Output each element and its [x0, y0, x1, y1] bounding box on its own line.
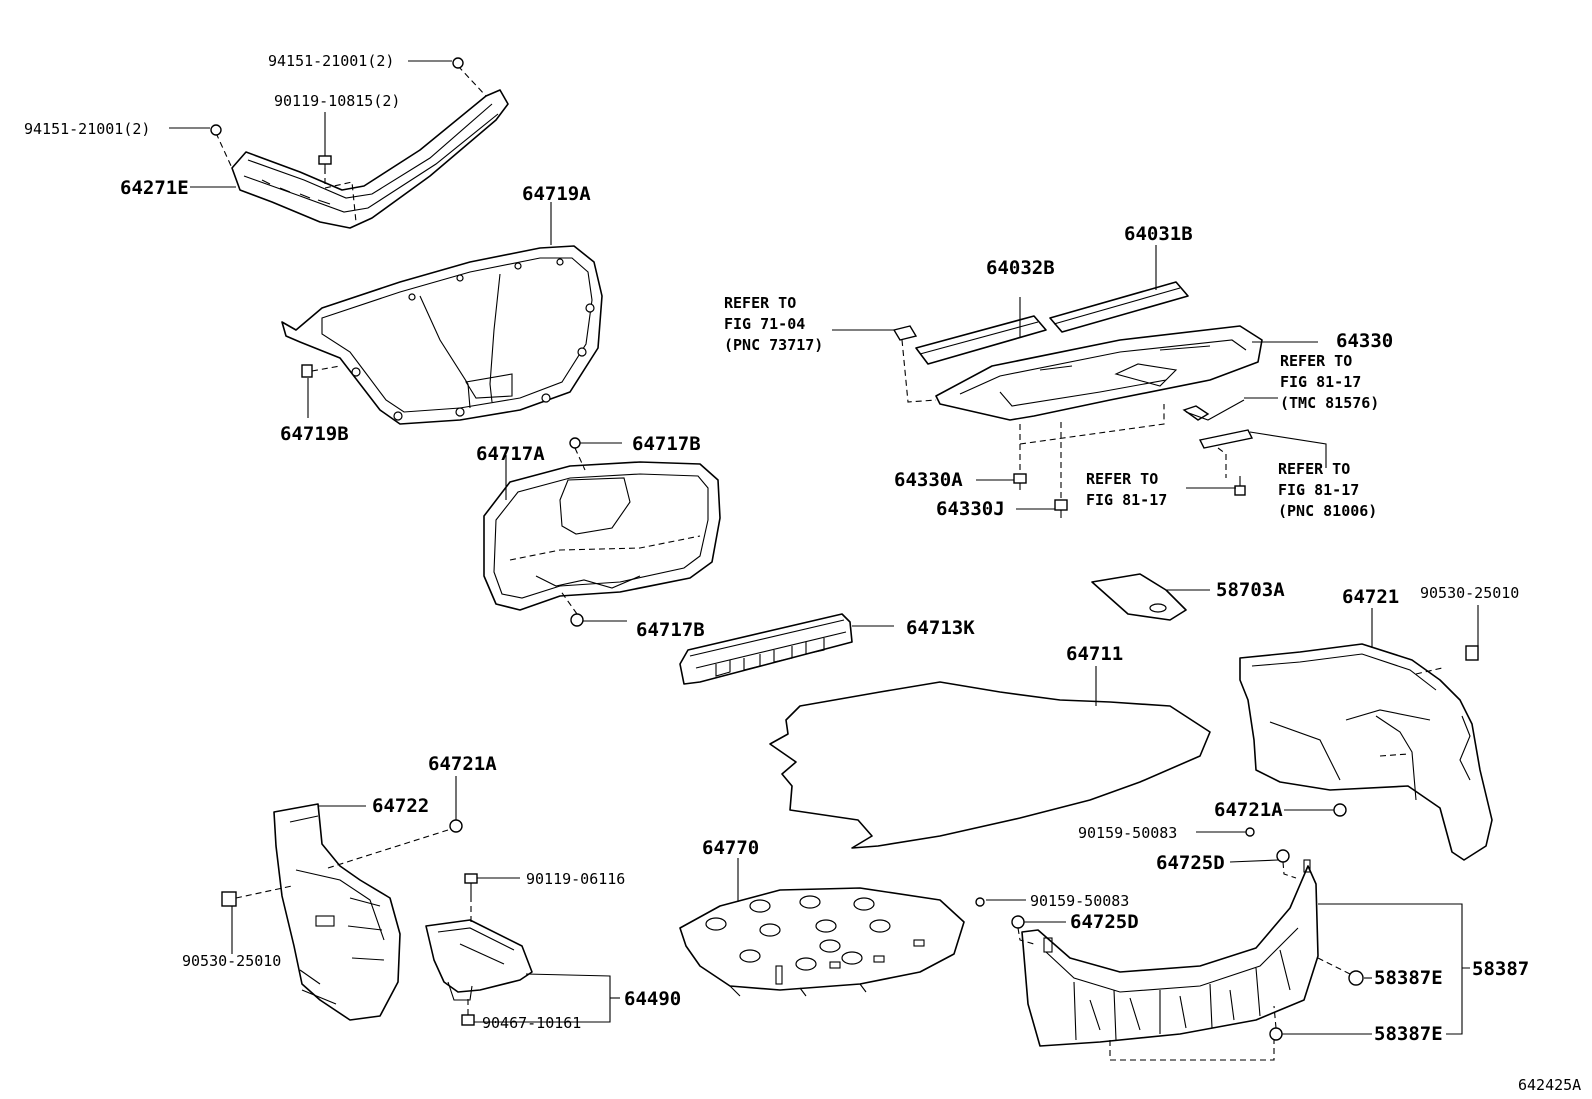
part-64717A-drawing [483, 461, 721, 611]
figure-id: 642425A [1518, 1076, 1581, 1094]
label-64032B: 64032B [986, 257, 1055, 279]
label-90159-50083-bottom: 90159-50083 [1030, 892, 1129, 910]
part-64719A-drawing [281, 245, 603, 425]
label-64031B: 64031B [1124, 223, 1193, 245]
label-64725D-bottom: 64725D [1070, 911, 1139, 933]
label-94151-21001-left: 94151-21001(2) [24, 120, 150, 138]
ref-fig-81-17-tmc: REFER TO FIG 81-17 (TMC 81576) [1280, 352, 1379, 412]
label-64330A: 64330A [894, 469, 963, 491]
ref-fig-81-17-pnc-line2: FIG 81-17 [1278, 481, 1359, 499]
screw-64330A-icon [1013, 473, 1027, 490]
clip-64721A-left-icon [449, 819, 463, 833]
part-64770-drawing [679, 887, 965, 997]
label-64330J: 64330J [936, 498, 1005, 520]
label-64719A: 64719A [522, 183, 591, 205]
label-64725D-top: 64725D [1156, 852, 1225, 874]
label-64721: 64721 [1342, 586, 1399, 608]
ref-fig-81-17-mid-line1: REFER TO [1086, 470, 1158, 488]
screw-90467-10161-icon [461, 996, 475, 1026]
clip-64717B-bottom-icon [570, 613, 584, 627]
part-64722-drawing [273, 803, 449, 1021]
label-58703A: 58703A [1216, 579, 1285, 601]
ref-fig-71-04-line2: FIG 71-04 [724, 315, 805, 333]
label-90159-50083-top: 90159-50083 [1078, 824, 1177, 842]
label-64722: 64722 [372, 795, 429, 817]
part-64330-drawing [935, 325, 1263, 421]
clip-64721A-right-icon [1333, 803, 1347, 817]
label-58387: 58387 [1472, 958, 1529, 980]
clip-64717B-top-icon [569, 437, 581, 449]
ref-fig-71-04-line1: REFER TO [724, 294, 796, 312]
ref-fig-81-17-mid-line2: FIG 81-17 [1086, 491, 1167, 509]
bolt-fig81-17-icon [1234, 476, 1246, 496]
label-64711: 64711 [1066, 643, 1123, 665]
label-64717A: 64717A [476, 443, 545, 465]
label-90119-10815: 90119-10815(2) [274, 92, 400, 110]
label-64717B-top: 64717B [632, 433, 701, 455]
clip-64719B-icon [301, 364, 341, 378]
ref-fig-71-04-line3: (PNC 73717) [724, 336, 823, 354]
ref-fig-81-17-pnc: REFER TO FIG 81-17 (PNC 81006) [1278, 460, 1377, 520]
belt-anchor-fig81-17-icon [1182, 399, 1245, 421]
bracket-fig81-17-pnc-icon [1198, 429, 1254, 478]
clip-90530-left-icon [221, 891, 237, 907]
clip-58387E-top-icon [1317, 957, 1364, 986]
label-64490: 64490 [624, 988, 681, 1010]
part-64032B-drawing [915, 315, 1047, 365]
ref-fig-81-17-pnc-line1: REFER TO [1278, 460, 1350, 478]
part-64713K-drawing [679, 613, 853, 685]
clip-58387E-bottom-icon [1269, 1005, 1283, 1041]
ref-fig-81-17-mid: REFER TO FIG 81-17 [1086, 470, 1167, 509]
label-58387E-top: 58387E [1374, 967, 1443, 989]
screw-90159-top-icon [1245, 827, 1255, 837]
clip-94151-top-icon [452, 57, 464, 69]
label-90119-06116: 90119-06116 [526, 870, 625, 888]
label-64717B-bottom: 64717B [636, 619, 705, 641]
label-90467-10161: 90467-10161 [482, 1014, 581, 1032]
label-64770: 64770 [702, 837, 759, 859]
label-58387E-bottom: 58387E [1374, 1023, 1443, 1045]
ref-fig-81-17-pnc-line3: (PNC 81006) [1278, 502, 1377, 520]
clip-90530-right-icon [1465, 645, 1479, 661]
part-64031B-drawing [1049, 281, 1189, 333]
ref-fig-81-17-tmc-line3: (TMC 81576) [1280, 394, 1379, 412]
part-58387-drawing [1021, 859, 1319, 1047]
clip-94151-left-icon [210, 124, 222, 136]
clip-64725D-top-icon [1276, 849, 1297, 879]
screw-64330J-icon [1054, 499, 1068, 518]
screw-90119-06116-icon [464, 873, 478, 922]
label-94151-21001-top: 94151-21001(2) [268, 52, 394, 70]
part-64721-drawing [1239, 643, 1493, 861]
screw-90159-bottom-icon [975, 897, 985, 907]
bracket-fig71-04-icon [892, 325, 937, 403]
label-64721A-left: 64721A [428, 753, 497, 775]
label-64330: 64330 [1336, 330, 1393, 352]
screw-90119-10815-icon [318, 155, 332, 174]
part-64490-drawing [425, 919, 533, 1001]
label-64719B: 64719B [280, 423, 349, 445]
part-64711-drawing [769, 681, 1211, 849]
label-64271E: 64271E [120, 177, 189, 199]
part-64271E-drawing [215, 65, 509, 229]
label-64721A-right: 64721A [1214, 799, 1283, 821]
label-64713K: 64713K [906, 617, 975, 639]
ref-fig-81-17-tmc-line2: FIG 81-17 [1280, 373, 1361, 391]
label-90530-25010-right: 90530-25010 [1420, 584, 1519, 602]
ref-fig-71-04: REFER TO FIG 71-04 (PNC 73717) [724, 294, 823, 354]
part-58703A-drawing [1091, 573, 1187, 621]
ref-fig-81-17-tmc-line1: REFER TO [1280, 352, 1352, 370]
label-90530-25010-left: 90530-25010 [182, 952, 281, 970]
